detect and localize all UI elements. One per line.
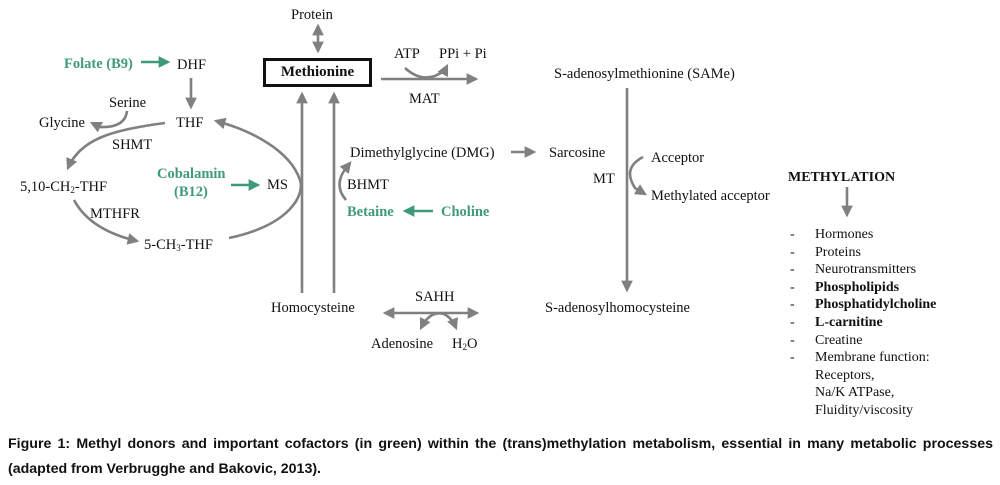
list-item-text: Phospholipids xyxy=(815,279,900,295)
serine-label: Serine xyxy=(109,95,147,111)
betaine-label: Betaine xyxy=(347,204,394,220)
adenosine-label: Adenosine xyxy=(371,336,434,352)
list-item-text: Creatine xyxy=(815,332,863,348)
glycine-label: Glycine xyxy=(39,115,85,131)
methylation-target-item: - Membrane function: xyxy=(790,349,936,367)
list-item-text: Membrane function: xyxy=(815,350,930,366)
atp-label: ATP xyxy=(394,46,420,62)
methylation-target-item: - L-carnitine xyxy=(790,314,936,332)
methylation-pathway-diagram: Protein Methionine ATP PPi + Pi MAT S-ad… xyxy=(20,7,936,420)
list-item-text: L-carnitine xyxy=(815,314,883,330)
mt-label: MT xyxy=(593,171,615,187)
list-item-text: Neurotransmitters xyxy=(815,262,917,278)
serine-glycine-curve xyxy=(89,110,129,133)
list-dash: - xyxy=(790,297,795,313)
dmg-label: Dimethylglycine (DMG) xyxy=(350,145,495,161)
mt-acceptor-curve xyxy=(628,155,648,196)
methylation-target-item: - Creatine xyxy=(790,332,936,350)
sahh-release-curve xyxy=(419,312,458,331)
list-dash xyxy=(790,367,815,385)
list-dash: - xyxy=(790,279,795,295)
list-dash xyxy=(790,402,815,420)
methylation-target-item: - Proteins xyxy=(790,244,936,262)
methionine-box: Methionine xyxy=(263,58,372,87)
shmt-arrow xyxy=(66,121,166,171)
same-label: S-adenosylmethionine (SAMe) xyxy=(554,66,735,82)
list-item-text: Proteins xyxy=(815,244,861,260)
list-item-text: Phosphatidylcholine xyxy=(815,297,937,313)
methylation-target-item: - Phosphatidylcholine xyxy=(790,296,936,314)
pathway-arrows xyxy=(66,23,853,331)
homocysteine-label: Homocysteine xyxy=(271,300,355,316)
methylation-target-item: Fluidity/viscosity xyxy=(790,402,936,420)
methylation-target-item: - Neurotransmitters xyxy=(790,261,936,279)
methylation-target-item: - Hormones xyxy=(790,226,936,244)
ppi-pi-label: PPi + Pi xyxy=(439,46,487,62)
list-item-text: Hormones xyxy=(815,227,874,242)
methylation-target-item: Na/K ATPase, xyxy=(790,384,936,402)
methylation-target-item: - Phospholipids xyxy=(790,279,936,297)
methylation-targets-list: - Hormones - Proteins - Neurotransmitters - Pho… xyxy=(790,226,936,420)
list-dash xyxy=(790,384,815,402)
ms-label: MS xyxy=(267,177,288,193)
mat-label: MAT xyxy=(409,91,440,107)
list-item-text: Receptors, xyxy=(815,367,875,383)
bhmt-label: BHMT xyxy=(347,177,389,193)
b12-label: (B12) xyxy=(174,184,208,200)
mthfr-label: MTHFR xyxy=(90,206,140,222)
sarcosine-label: Sarcosine xyxy=(549,145,606,161)
bhmt-curve xyxy=(338,161,352,201)
cobalamin-label: Cobalamin xyxy=(157,166,226,182)
sahh-label: SAHH xyxy=(415,289,455,305)
thf-label: THF xyxy=(176,115,204,131)
list-dash: - xyxy=(790,314,795,330)
sah-label: S-adenosylhomocysteine xyxy=(545,300,690,316)
figure-caption: Figure 1: Methyl donors and important co… xyxy=(8,436,993,477)
list-dash: - xyxy=(790,350,795,366)
ms-cycle-arrow xyxy=(213,117,303,240)
choline-label: Choline xyxy=(441,204,490,220)
list-dash: - xyxy=(790,227,795,242)
methionine-label: Methionine xyxy=(280,64,355,80)
methylated-acceptor-label: Methylated acceptor xyxy=(651,188,770,204)
dhf-label: DHF xyxy=(177,57,207,73)
mthfr-arrow xyxy=(72,199,140,245)
list-dash: - xyxy=(790,332,795,348)
h2o-label: H2O xyxy=(452,336,478,352)
list-item-text: Fluidity/viscosity xyxy=(815,402,914,418)
atp-ppi-curve xyxy=(404,63,449,79)
list-dash: - xyxy=(790,262,795,278)
methyl-thf-label: 5-CH3-THF xyxy=(144,237,213,253)
methylene-thf-label: 5,10-CH2-THF xyxy=(20,179,108,195)
methylation-target-item: Receptors, xyxy=(790,367,936,385)
acceptor-label: Acceptor xyxy=(651,150,705,166)
protein-label: Protein xyxy=(291,7,333,23)
list-item-text: Na/K ATPase, xyxy=(815,385,895,401)
list-dash: - xyxy=(790,244,795,260)
folate-label: Folate (B9) xyxy=(64,56,133,72)
shmt-label: SHMT xyxy=(112,137,153,153)
methylation-title: METHYLATION xyxy=(788,170,896,185)
